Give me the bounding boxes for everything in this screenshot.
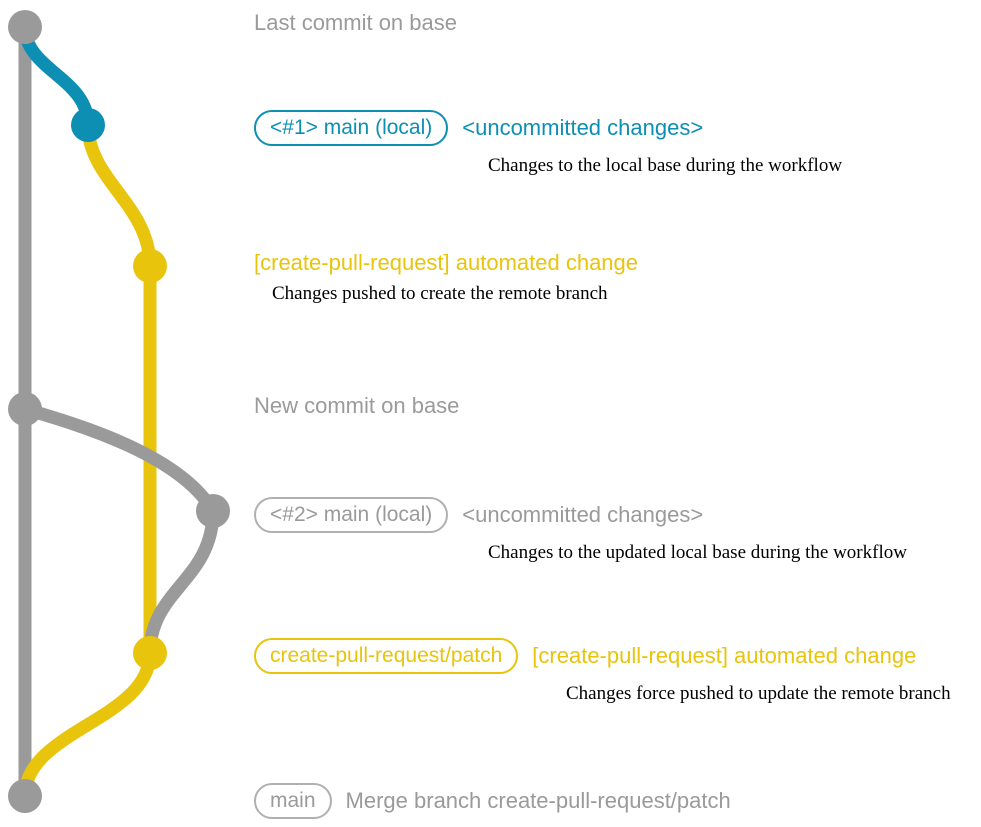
- node-merge: [8, 779, 42, 813]
- node-local-2: [196, 494, 230, 528]
- commit-entry-last-commit-on-base: Last commit on base: [254, 12, 457, 34]
- node-base-new: [8, 392, 42, 426]
- edge-base-to-local2: [18, 402, 220, 518]
- commit-description: Changes to the local base during the wor…: [488, 155, 843, 176]
- commit-entry-new-commit-on-base: New commit on base: [254, 395, 459, 417]
- edge-patch2-to-merge: [18, 646, 157, 803]
- branch-badge-main[interactable]: main: [254, 783, 332, 819]
- commit-subject: [create-pull-request] automated change: [254, 250, 639, 275]
- branch-badge-local-main-1[interactable]: <#1> main (local): [254, 110, 449, 146]
- branch-badge-local-main-2[interactable]: <#2> main (local): [254, 497, 449, 533]
- commit-entry-merge-commit: main Merge branch create-pull-request/pa…: [254, 783, 731, 819]
- node-patch-2: [133, 636, 167, 670]
- edge-local2-to-patch2: [143, 504, 220, 660]
- commit-subject: <uncommitted changes>: [462, 115, 704, 140]
- commit-subject: Last commit on base: [254, 10, 457, 35]
- commit-entry-automated-change-2: create-pull-request/patch [create-pull-r…: [254, 638, 951, 705]
- commit-description: Changes force pushed to update the remot…: [566, 683, 951, 704]
- edge-base-to-local1: [18, 20, 95, 132]
- edge-local1-to-patch1: [81, 118, 157, 273]
- commit-subject: Merge branch create-pull-request/patch: [345, 788, 731, 813]
- commit-entry-local-main-1: <#1> main (local) <uncommitted changes> …: [254, 110, 842, 177]
- node-local-1: [71, 108, 105, 142]
- commit-entry-local-main-2: <#2> main (local) <uncommitted changes> …: [254, 497, 907, 564]
- commit-subject: New commit on base: [254, 393, 460, 418]
- node-patch-1: [133, 249, 167, 283]
- commit-description: Changes to the updated local base during…: [488, 542, 907, 563]
- branch-badge-create-pull-request-patch[interactable]: create-pull-request/patch: [254, 638, 519, 674]
- commit-subject: [create-pull-request] automated change: [532, 643, 917, 668]
- commit-description: Changes pushed to create the remote bran…: [272, 283, 608, 304]
- node-base-top: [8, 10, 42, 44]
- commit-subject: <uncommitted changes>: [462, 502, 704, 527]
- commit-entry-automated-change-1: [create-pull-request] automated change C…: [254, 252, 638, 305]
